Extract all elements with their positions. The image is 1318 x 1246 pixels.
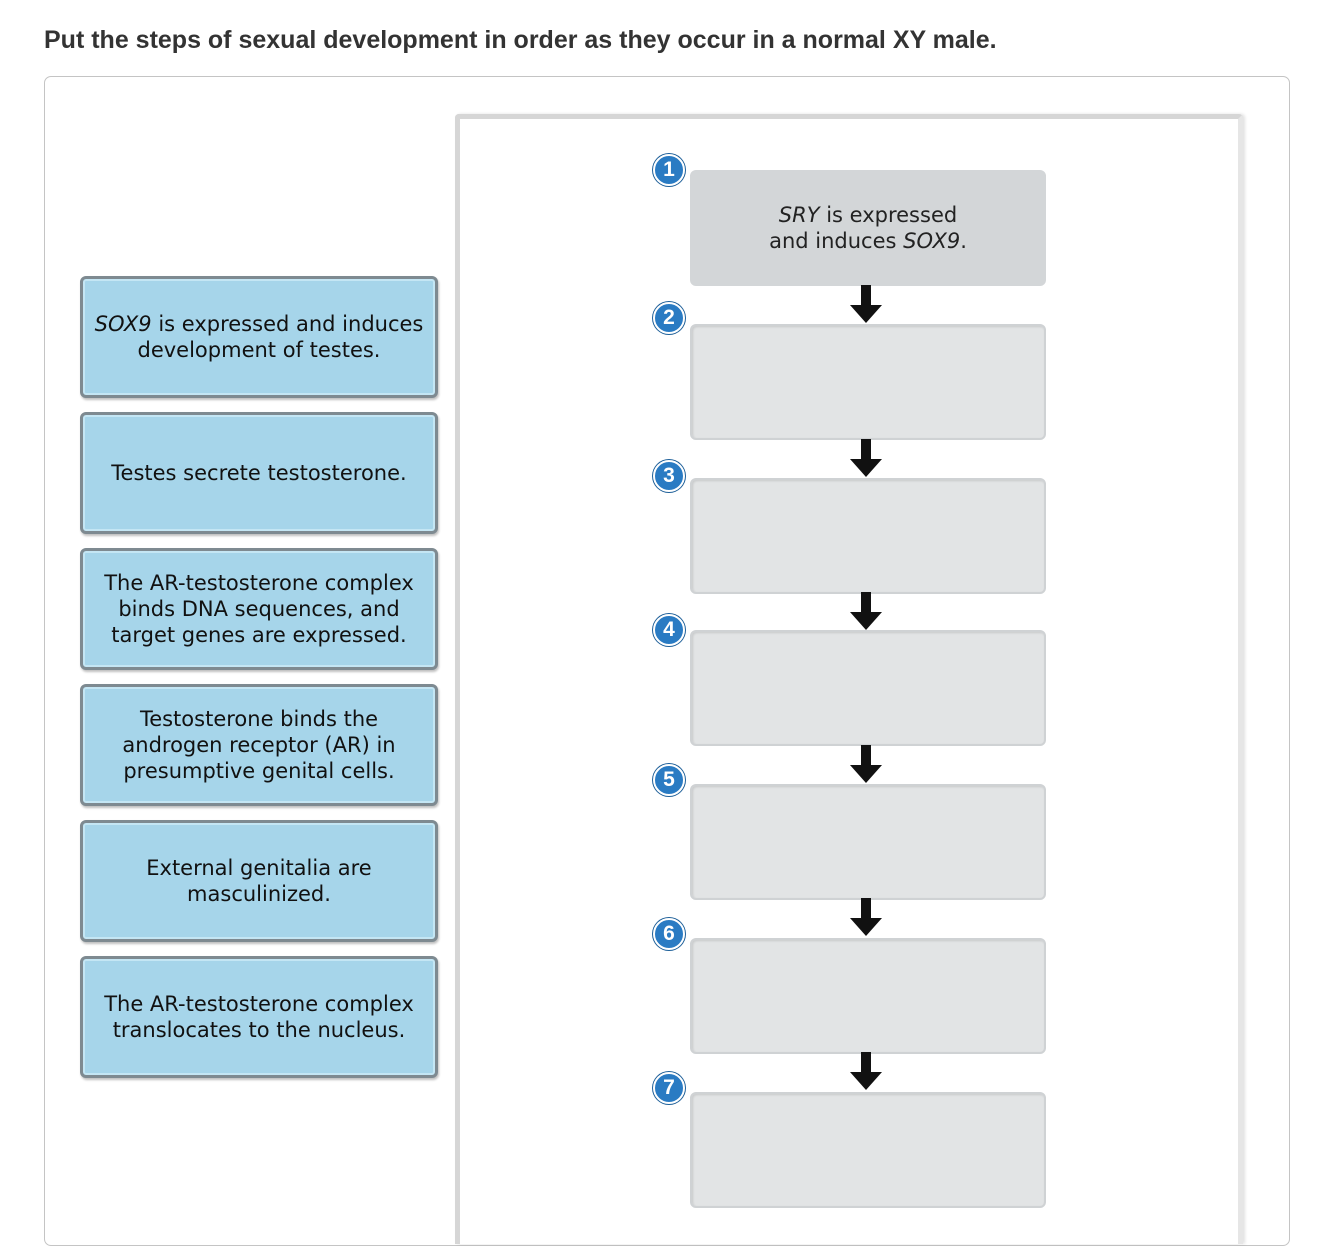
answer-card-sox9[interactable]: SOX9 is expressed and induces developmen… (80, 276, 438, 398)
answer-card-testosterone-binds-ar[interactable]: Testosterone binds the androgen receptor… (80, 684, 438, 806)
answer-card-label: SOX9 is expressed and induces developmen… (94, 312, 424, 362)
drop-slot-6[interactable] (690, 938, 1046, 1054)
question-text: Put the steps of sexual development in o… (44, 26, 997, 54)
down-arrow-icon (850, 898, 882, 936)
step-1-fixed: SRY is expressed and induces SOX9. (690, 170, 1046, 286)
answer-card-genitalia-masculinized[interactable]: External genitalia are masculinized. (80, 820, 438, 942)
step-number-7-icon: 7 (653, 1072, 685, 1104)
down-arrow-icon (850, 592, 882, 630)
step-1-text: SRY is expressed and induces SOX9. (769, 203, 967, 253)
drop-slot-7[interactable] (690, 1092, 1046, 1208)
step-number-2-icon: 2 (653, 302, 685, 334)
drop-slot-4[interactable] (690, 630, 1046, 746)
step-number-6-icon: 6 (653, 918, 685, 950)
down-arrow-icon (850, 439, 882, 477)
drop-slot-5[interactable] (690, 784, 1046, 900)
down-arrow-icon (850, 285, 882, 323)
step-number-4-icon: 4 (653, 614, 685, 646)
answer-card-label: External genitalia are masculinized. (146, 856, 372, 906)
answer-card-label: Testes secrete testosterone. (111, 461, 407, 485)
answer-card-label: The AR-testosterone complex translocates… (104, 992, 414, 1042)
step-number-3-icon: 3 (653, 460, 685, 492)
down-arrow-icon (850, 1052, 882, 1090)
answer-card-ar-binds-dna[interactable]: The AR-testosterone complex binds DNA se… (80, 548, 438, 670)
answer-card-testes-secrete[interactable]: Testes secrete testosterone. (80, 412, 438, 534)
drop-slot-2[interactable] (690, 324, 1046, 440)
answer-card-ar-translocates[interactable]: The AR-testosterone complex translocates… (80, 956, 438, 1078)
answer-card-label: Testosterone binds the androgen receptor… (122, 707, 396, 783)
drop-slot-3[interactable] (690, 478, 1046, 594)
answer-card-label: The AR-testosterone complex binds DNA se… (104, 571, 414, 647)
down-arrow-icon (850, 745, 882, 783)
step-number-5-icon: 5 (653, 764, 685, 796)
step-number-1-icon: 1 (653, 154, 685, 186)
